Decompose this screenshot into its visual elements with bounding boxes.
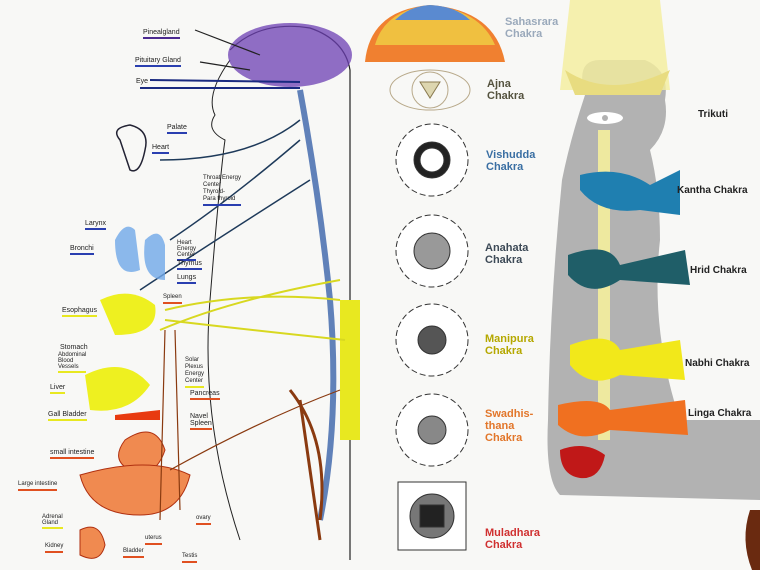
label-large-intestine: Large intestine	[18, 481, 58, 491]
label-abdominal-blood-vessels: Abdominal Blood Vessels	[58, 352, 87, 373]
label-linga-chakra: Linga Chakra	[688, 408, 752, 419]
label-bronchi: Bronchi	[70, 245, 94, 255]
label-vishudda-chakra: Vishudda Chakra	[486, 149, 536, 173]
label-liver: Liver	[50, 384, 66, 394]
label-ajna-chakra: Ajna Chakra	[487, 78, 525, 102]
label-spleen: Spleen	[163, 294, 182, 304]
label-adrenal-gland: Adrenal Gland	[42, 514, 63, 529]
label-esophagus: Esophagus	[62, 307, 98, 317]
hrid-lotus	[568, 249, 690, 289]
label-throat-energy-center: Throat Energy Center Thyroid- Para thyro…	[203, 175, 242, 206]
label-ovary: ovary	[196, 515, 211, 525]
label-pituitary-gland: Pituitary Gland	[135, 57, 181, 67]
label-kantha-chakra: Kantha Chakra	[677, 185, 748, 196]
label-swadhisthana-chakra: Swadhis- thana Chakra	[485, 408, 534, 444]
label-pineal-gland: Pinealgland	[143, 29, 180, 39]
label-heart-energy-center: Heart Energy Center	[177, 240, 197, 261]
large-intestine-drawing	[79, 464, 191, 516]
heart-drawing	[115, 124, 147, 172]
pancreas-drawing	[115, 410, 160, 420]
brain	[228, 23, 352, 87]
chakra-symbols	[365, 5, 505, 551]
label-kidney: Kidney	[45, 543, 64, 553]
stomach-drawing	[100, 293, 156, 335]
crown-lotus	[565, 70, 670, 95]
label-stomach: Stomach	[60, 344, 88, 351]
linga-lotus	[558, 400, 688, 437]
nabhi-lotus	[570, 338, 685, 381]
label-anahata-chakra: Anahata Chakra	[485, 242, 529, 266]
label-nabhi-chakra: Nabhi Chakra	[685, 358, 750, 369]
meditating-figure	[547, 0, 760, 570]
label-palate: Palate	[167, 124, 187, 134]
label-small-intestine: small intestine	[50, 449, 95, 459]
label-lungs: Lungs	[177, 274, 197, 284]
label-solar-plexus: Solar Plexus Energy Center	[185, 357, 205, 388]
label-heart: Heart	[152, 144, 170, 154]
label-navel-spleen: Navel Spleen	[190, 413, 212, 430]
label-uterus: uterus	[145, 535, 162, 545]
label-manipura-chakra: Manipura Chakra	[485, 333, 534, 357]
label-eye: Eye	[136, 78, 149, 85]
muladhara-symbol	[397, 481, 467, 551]
label-hrid-chakra: Hrid Chakra	[690, 265, 747, 276]
label-testis: Testis	[182, 553, 198, 563]
root-lotus	[560, 446, 605, 479]
kidney-drawing	[79, 526, 106, 559]
label-muladhara-chakra: Muladhara Chakra	[485, 527, 541, 551]
anatomy-figure	[79, 23, 360, 560]
label-trikuti: Trikuti	[698, 109, 729, 120]
label-larynx: Larynx	[85, 220, 107, 230]
lungs-drawing	[115, 226, 165, 280]
label-bladder: Bladder	[123, 548, 144, 558]
label-thymus: Thymus	[177, 260, 202, 270]
liver-drawing	[85, 367, 150, 411]
ajna-symbol	[389, 69, 471, 111]
label-sahasrara-chakra: Sahasrara Chakra	[505, 16, 559, 40]
kantha-lotus	[580, 170, 680, 215]
label-gall-bladder: Gall Bladder	[48, 411, 87, 421]
label-pancreas: Pancreas	[190, 390, 220, 400]
